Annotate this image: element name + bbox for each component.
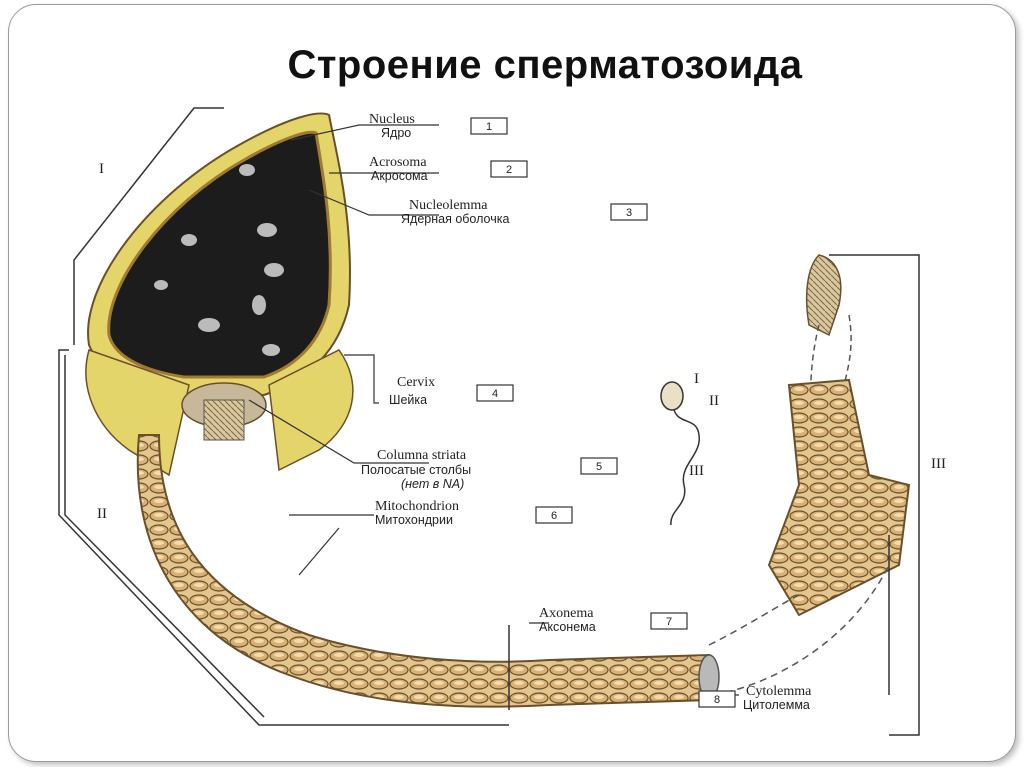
label-ru: Аксонема [539,620,596,634]
label-number: 7 [666,616,672,628]
label-cytolemma: 8 Cytolemma Цитолемма [698,684,812,712]
label-en: Nucleus [369,112,415,127]
label-number: 1 [486,121,492,133]
overview-region-3: III [689,463,704,479]
overview-region-2: II [709,393,719,409]
label-number: 5 [596,461,602,473]
label-en: Mitochondrion [375,499,459,514]
label-nucleolemma: Nucleolemma Ядерная оболочка 3 [401,198,648,226]
label-en: Nucleolemma [409,198,488,213]
label-en: Columna striata [377,448,467,463]
label-ru: Шейка [389,393,427,407]
label-nucleus: Nucleus Ядро 1 [369,112,508,140]
sperm-diagram: I II III I II III [58,107,946,736]
label-en: Axonema [539,606,594,621]
region-label-1: I [99,161,104,177]
label-number: 2 [506,164,512,176]
label-ru: Ядерная оболочка [401,212,509,226]
label-en: Acrosoma [369,155,427,170]
label-ru: Ядро [381,126,411,140]
label-acrosoma: Acrosoma Акросома 2 [369,155,528,183]
label-cervix: Cervix Шейка 4 [389,375,514,407]
label-ru: Митохондрии [375,513,453,527]
label-number: 8 [714,694,720,706]
label-en: Cytolemma [746,684,812,699]
region-label-2: II [97,506,107,522]
label-axonema: Axonema Аксонема 7 [539,606,688,634]
label-number: 4 [492,388,498,400]
page-title: Строение сперматозоида [287,43,803,87]
slide: Строение сперматозоида [8,4,1016,762]
label-ru: Цитолемма [743,698,810,712]
label-en: Cervix [397,375,435,390]
label-number: 6 [551,510,557,522]
label-ru: Полосатые столбы [361,463,471,477]
region-label-3: III [931,456,946,472]
sperm-overview-sketch: I II III [660,371,719,526]
label-mitochondrion: Mitochondrion Митохондрии 6 [375,499,573,527]
overview-region-1: I [694,371,699,387]
flagellum-illustration [708,254,911,696]
label-number: 3 [626,207,632,219]
sperm-head-illustration [85,112,354,477]
label-note: (нет в NA) [401,477,464,491]
label-ru: Акросома [371,169,428,183]
label-columna-striata: Columna striata Полосатые столбы (нет в … [361,448,618,491]
region-brackets [58,107,920,736]
